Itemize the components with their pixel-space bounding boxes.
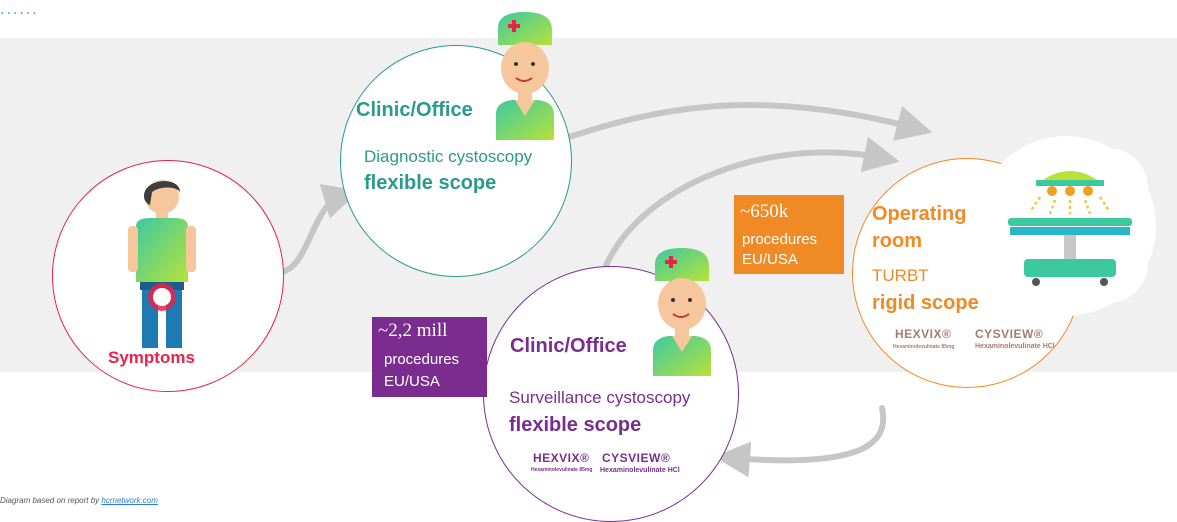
stat-operating-line2: EU/USA (742, 251, 798, 268)
operating-room-title-2: room (872, 230, 922, 252)
clinic-diagnostic-title: Clinic/Office (356, 99, 473, 121)
symptoms-label: Symptoms (108, 348, 195, 367)
clinic-diagnostic-line1: Diagnostic cystoscopy (364, 147, 533, 166)
stat-surveillance-line2: EU/USA (384, 373, 440, 390)
doctor-icon-diagnostic (496, 12, 554, 140)
or-brand-hexvix: HEXVIX® (895, 327, 952, 341)
operating-room-title-1: Operating (872, 203, 967, 225)
source-credit: Diagram based on report by hcrnetwork.co… (0, 496, 158, 505)
clinic-surveillance-line2: flexible scope (509, 414, 642, 436)
clinic-surveillance-title: Clinic/Office (510, 335, 627, 357)
patient-icon (128, 180, 196, 348)
surveillance-brand-hexvix: HEXVIX® (533, 451, 590, 465)
surveillance-brand-hexvix-sub: Hexaminolevulinate 85mg (531, 467, 593, 473)
operating-room-line2: rigid scope (872, 292, 979, 314)
arrow-surveillance-to-or (602, 136, 900, 271)
arrow-symptoms-to-clinic (279, 183, 360, 275)
surveillance-brand-cysview-sub: Hexaminolevulinate HCl (600, 467, 680, 474)
stat-box-operating: ~650k procedures EU/USA (734, 195, 844, 274)
stat-surveillance-line1: procedures (384, 351, 460, 368)
decorative-dots: ...... (0, 2, 39, 18)
operating-lamp-icon (976, 136, 1156, 316)
flow-arrows (279, 102, 933, 478)
stat-surveillance-value: ~2,2 mill (378, 320, 448, 341)
or-brand-cysview-sub: Hexaminolevulinate HCl (975, 343, 1055, 350)
arrow-clinic-to-or (557, 102, 933, 143)
source-credit-text: Diagram based on report by (0, 496, 102, 505)
stat-operating-value: ~650k (740, 201, 789, 222)
surveillance-brand-cysview: CYSVIEW® (602, 451, 671, 465)
clinic-diagnostic-line2: flexible scope (364, 172, 497, 194)
clinic-surveillance-line1: Surveillance cystoscopy (509, 388, 691, 407)
stat-box-surveillance: ~2,2 mill procedures EU/USA (372, 317, 487, 397)
arrow-or-to-surveillance (714, 405, 887, 478)
operating-room-line1: TURBT (872, 266, 929, 285)
stat-operating-line1: procedures (742, 231, 818, 248)
doctor-icon-surveillance (653, 248, 711, 376)
or-brand-cysview: CYSVIEW® (975, 327, 1044, 341)
or-brand-hexvix-sub: Hexaminolevulinate 85mg (893, 344, 955, 350)
source-credit-link[interactable]: hcrnetwork.com (101, 496, 158, 505)
